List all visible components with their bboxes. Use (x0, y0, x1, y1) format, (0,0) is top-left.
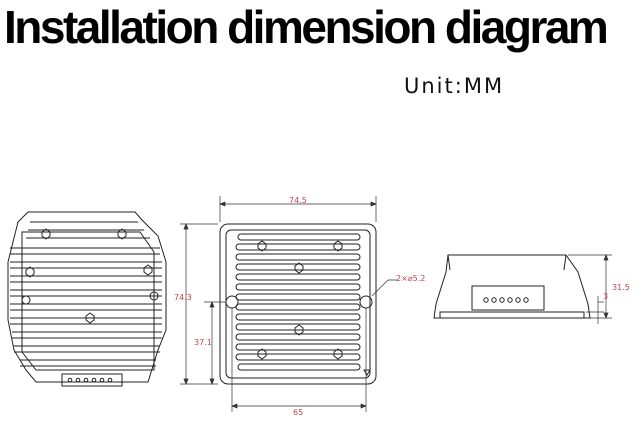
dimension-lines (180, 196, 612, 412)
dim-hole-offset: 37.1 (194, 338, 212, 347)
dim-top-width: 74.5 (289, 196, 307, 205)
dim-height: 74.3 (174, 293, 192, 302)
diagram-title: Installation dimension diagram (4, 1, 609, 53)
dim-hole-spec: 2×⌀5.2 (396, 274, 425, 283)
dim-side-height: 31.5 (612, 283, 630, 292)
isometric-view (7, 211, 167, 387)
dim-flange: 3 (603, 292, 608, 301)
unit-label: Unit:MM (404, 74, 505, 98)
dim-hole-spacing: 65 (293, 408, 303, 417)
top-view (219, 223, 377, 385)
side-view (433, 254, 591, 319)
